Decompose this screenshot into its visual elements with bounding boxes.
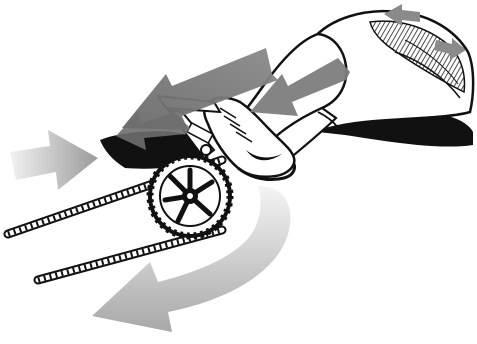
arrow-right-icon [10,130,98,190]
sprocket-wheel [150,156,230,236]
